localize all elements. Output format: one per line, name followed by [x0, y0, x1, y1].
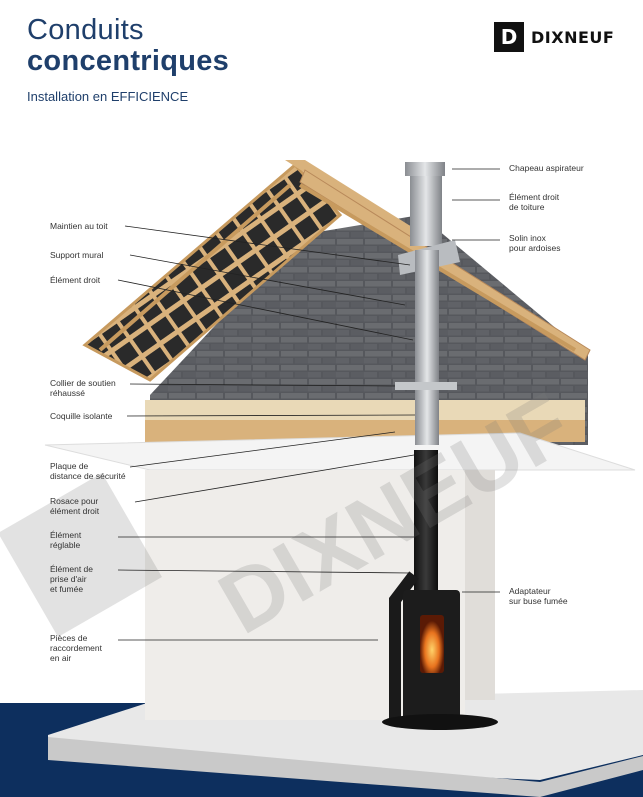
support-collar — [395, 382, 457, 390]
stove-window — [420, 615, 444, 673]
room-wall-side — [465, 470, 495, 700]
brand-name: DIXNEUF — [531, 27, 615, 47]
label-coquille-isolante: Coquille isolante — [50, 411, 113, 421]
label-solin-inox: Solin inox pour ardoises — [509, 233, 561, 253]
label-support-mural: Support mural — [50, 250, 104, 260]
brick-wall — [150, 215, 588, 445]
label-element-droit: Élément droit — [50, 275, 101, 285]
page-subtitle: Installation en EFFICIENCE — [27, 89, 189, 104]
chimney-straight-element — [415, 250, 439, 445]
label-plaque-distance: Plaque de distance de sécurité — [50, 461, 126, 481]
rafter — [98, 183, 292, 352]
floor-slab-edge — [48, 737, 643, 797]
label-element-droit-toiture: Élément droit de toiture — [509, 192, 560, 212]
label-element-reglable: Élément réglable — [50, 530, 82, 550]
air-smoke-connector — [389, 571, 419, 720]
stove-floor-plate — [382, 714, 498, 730]
leader-lines — [117, 168, 500, 641]
chimney-cap — [405, 162, 445, 176]
brand-logo: D DIXNEUF — [494, 22, 614, 52]
brand-mark-icon: D — [494, 22, 524, 52]
black-flue — [414, 450, 438, 600]
label-maintien-au-toit: Maintien au toit — [50, 221, 108, 231]
label-rosace: Rosace pour élément droit — [50, 496, 100, 516]
chimney-roof-element — [410, 176, 442, 246]
label-prise-air: Élément de prise d'air et fumée — [50, 564, 93, 594]
ceiling-plate — [44, 432, 636, 471]
watermark-mark — [0, 473, 162, 637]
label-collier-soutien: Collier de soutien réhaussé — [50, 378, 116, 398]
label-chapeau-aspirateur: Chapeau aspirateur — [509, 163, 584, 173]
page-title-line2: concentriques — [27, 45, 230, 77]
label-pieces-raccordement: Pièces de raccordement en air — [50, 633, 102, 663]
label-adaptateur: Adaptateur sur buse fumée — [509, 586, 568, 606]
roof-tiles — [82, 162, 343, 382]
page-title-line1: Conduits — [27, 14, 144, 46]
